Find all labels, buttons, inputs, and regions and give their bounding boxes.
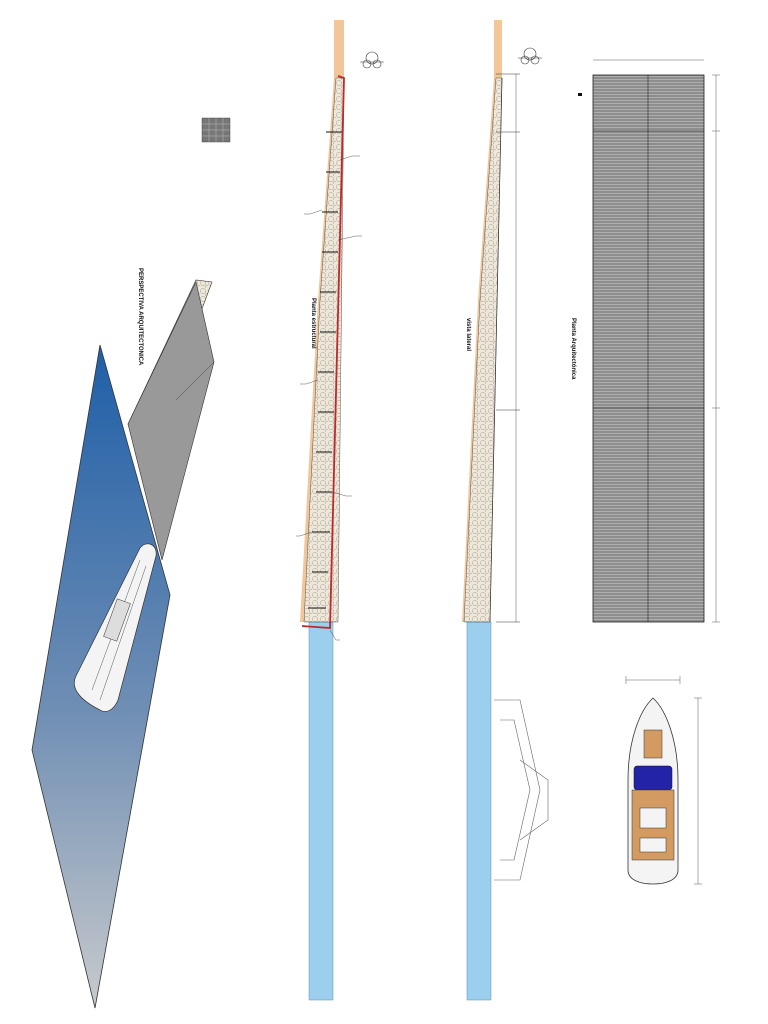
- steel-beam: [301, 75, 345, 629]
- boat-plan: [625, 676, 702, 885]
- water-channel-structural: [308, 621, 334, 1001]
- deck-dimensions: [593, 59, 720, 623]
- side-view-title: vista lateral: [465, 318, 471, 351]
- water-channel-side: [466, 621, 492, 1001]
- perspective-boat: [74, 543, 157, 712]
- architectural-plan: Planta Arquitectónica: [570, 59, 720, 623]
- structural-plan: Planta estructural: [296, 20, 384, 1001]
- deck-surface: [592, 74, 705, 623]
- leader-lines-structural: [296, 155, 362, 641]
- perspective-title: PERSPECTIVA ARQUITECTONICA: [137, 268, 143, 366]
- rock-strip-side: [463, 77, 503, 623]
- architectural-plan-title: Planta Arquitectónica: [570, 318, 576, 380]
- dimension-ticks-side: [496, 73, 520, 623]
- rock-strip-structural: [303, 77, 345, 623]
- boat-icon-side: [494, 699, 549, 881]
- boat-dimensions: [625, 676, 702, 885]
- perspective-view: PERSPECTIVA ARQUITECTONICA: [31, 117, 231, 1009]
- side-view: vista lateral: [462, 20, 549, 1001]
- tree-icon: [360, 51, 384, 69]
- structural-plan-title: Planta estructural: [310, 298, 316, 349]
- piles-structural: [308, 131, 342, 609]
- boat-cabin: [633, 765, 673, 791]
- tree-icon-side: [518, 47, 542, 65]
